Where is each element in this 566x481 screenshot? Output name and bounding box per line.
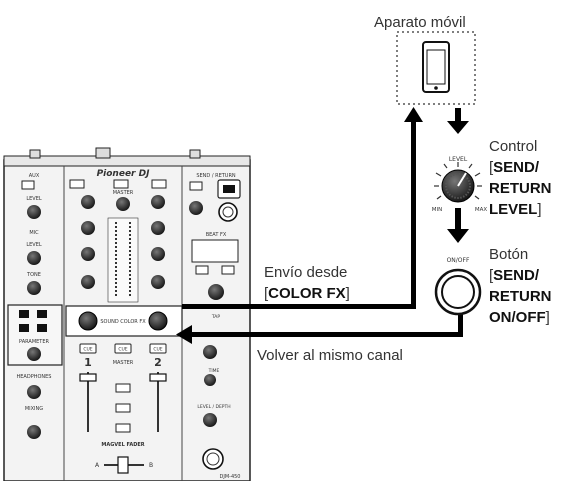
svg-text:MASTER: MASTER	[113, 360, 134, 366]
crossfader[interactable]	[104, 456, 144, 474]
control-label: Control [SEND/ RETURN LEVEL]	[489, 138, 552, 218]
beat-fx-display	[191, 239, 239, 263]
level-depth-knob[interactable]	[203, 413, 217, 427]
ch1-trim-knob[interactable]	[81, 195, 95, 209]
svg-text:LEVEL: LEVEL	[26, 196, 42, 202]
beat-left-button[interactable]	[195, 265, 209, 275]
button-onoff-label: ON/OFF	[447, 257, 470, 264]
color-fx-button[interactable]	[19, 310, 29, 318]
fader-curve-switch[interactable]	[115, 403, 131, 413]
brand-logo: Pioneer DJ	[97, 169, 151, 179]
parameter-knob[interactable]	[27, 347, 41, 361]
ch2-cue-button[interactable]	[149, 343, 167, 354]
beat-right-button[interactable]	[221, 265, 235, 275]
ch1-input-switch[interactable]	[69, 179, 85, 189]
svg-text:SEND / RETURN: SEND / RETURN	[196, 173, 236, 179]
ch1-mid-knob[interactable]	[81, 247, 95, 261]
ch2-hi-knob[interactable]	[151, 221, 165, 235]
svg-text:TONE: TONE	[26, 272, 41, 278]
send-return-level-knob[interactable]: LEVEL MIN MAX	[432, 156, 488, 213]
ch1-cue-button[interactable]	[79, 343, 97, 354]
svg-text:MASTER: MASTER	[113, 190, 134, 196]
master-level-knob[interactable]	[116, 197, 130, 211]
svg-text:TIME: TIME	[208, 368, 220, 374]
down-arrow-stem	[455, 208, 461, 230]
svg-text:B: B	[149, 462, 153, 469]
connection-arrows	[176, 107, 469, 344]
svg-text:BEAT FX: BEAT FX	[206, 232, 227, 238]
send-line-vertical	[411, 120, 416, 309]
svg-text:HEADPHONES: HEADPHONES	[17, 374, 52, 380]
svg-text:CUE: CUE	[83, 347, 92, 353]
mobile-device-label: Aparato móvil	[374, 14, 466, 31]
ch2-color-knob[interactable]	[148, 311, 168, 331]
channel-1-number: 1	[84, 356, 92, 369]
beat-fx-select-knob[interactable]	[208, 284, 224, 300]
svg-text:CUE: CUE	[153, 347, 162, 353]
fader-curve-switch[interactable]	[115, 383, 131, 393]
color-fx-button[interactable]	[19, 324, 29, 332]
ch2-low-knob[interactable]	[151, 275, 165, 289]
headphones-level-knob[interactable]	[27, 425, 41, 439]
fader-curve-switch[interactable]	[115, 423, 131, 433]
send-return-onoff-button[interactable]: ON/OFF	[434, 257, 482, 316]
svg-text:A: A	[95, 462, 100, 469]
svg-text:MAGVEL FADER: MAGVEL FADER	[101, 442, 144, 448]
send-arrow-head	[404, 107, 423, 122]
svg-text:MIXING: MIXING	[25, 406, 43, 412]
down-arrow-stem	[455, 108, 461, 122]
channel-2-number: 2	[154, 356, 162, 369]
svg-text:LEVEL / DEPTH: LEVEL / DEPTH	[197, 404, 230, 410]
master-switch[interactable]	[113, 179, 129, 189]
return-same-channel-label: Volver al mismo canal	[257, 347, 403, 364]
down-arrow-head	[447, 121, 469, 134]
knob-min-label: MIN	[432, 207, 442, 213]
ch2-trim-knob[interactable]	[151, 195, 165, 209]
button-label: Botón [SEND/ RETURN ON/OFF]	[489, 246, 552, 326]
svg-text:AUX: AUX	[29, 173, 40, 179]
ch2-mid-knob[interactable]	[151, 247, 165, 261]
svg-text:DJM-450: DJM-450	[220, 474, 241, 480]
return-arrow-head	[176, 325, 192, 344]
ch1-low-knob[interactable]	[81, 275, 95, 289]
mobile-device	[396, 31, 476, 105]
ch1-hi-knob[interactable]	[81, 221, 95, 235]
svg-text:TAP: TAP	[211, 314, 220, 320]
send-return-type-switch[interactable]	[189, 181, 203, 191]
svg-text:LEVEL: LEVEL	[26, 242, 42, 248]
level-meter	[107, 217, 139, 303]
aux-selector-switch[interactable]	[21, 180, 35, 190]
down-arrow-head	[447, 229, 469, 243]
color-fx-button[interactable]	[37, 324, 47, 332]
svg-text:SOUND COLOR FX: SOUND COLOR FX	[100, 319, 146, 325]
return-line-vertical	[458, 312, 463, 337]
ch2-input-switch[interactable]	[151, 179, 167, 189]
knob-level-label: LEVEL	[449, 156, 468, 163]
mic-tone-knob[interactable]	[27, 281, 41, 295]
color-fx-button[interactable]	[37, 310, 47, 318]
svg-text:CUE: CUE	[118, 347, 127, 353]
send-from-label: Envío desde [COLOR FX]	[264, 264, 350, 302]
ch2-channel-fader[interactable]	[149, 372, 167, 432]
beat-fx-channel-select-knob[interactable]	[203, 345, 217, 359]
return-line-horizontal	[190, 332, 463, 337]
time-knob[interactable]	[204, 374, 216, 386]
aux-level-knob[interactable]	[27, 205, 41, 219]
ch1-channel-fader[interactable]	[79, 372, 97, 432]
send-line-horizontal	[182, 304, 416, 309]
knob-max-label: MAX	[475, 207, 488, 213]
ch1-color-knob[interactable]	[78, 311, 98, 331]
master-cue-button[interactable]	[114, 343, 132, 354]
mixer-illustration: Pioneer DJ AUX LEVEL MIC LEVEL TONE PARA…	[3, 147, 251, 481]
mic-level-knob[interactable]	[27, 251, 41, 265]
send-return-level-knob-small[interactable]	[189, 201, 203, 215]
headphones-mixing-knob[interactable]	[27, 385, 41, 399]
svg-text:PARAMETER: PARAMETER	[19, 339, 49, 345]
svg-text:MIC: MIC	[29, 230, 39, 236]
